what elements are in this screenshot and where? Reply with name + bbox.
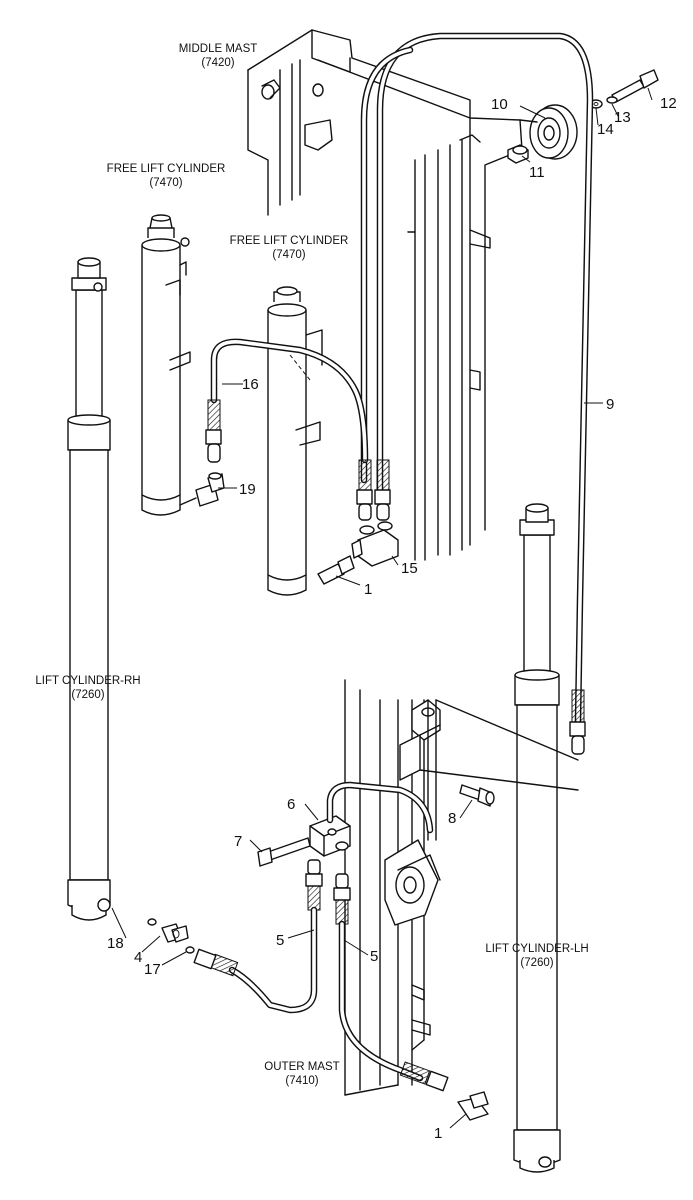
sheave-pin bbox=[507, 144, 529, 164]
callout-4: 4 bbox=[134, 949, 142, 966]
label-free-lift-cylinder-left: FREE LIFT CYLINDER bbox=[107, 163, 226, 175]
lift-cylinder-rh bbox=[67, 257, 111, 921]
free-lift-cylinder-center bbox=[267, 286, 323, 596]
o-ring-17 bbox=[185, 946, 195, 954]
label-lift-cylinder-rh-code: (7260) bbox=[71, 689, 104, 701]
outer-mast bbox=[344, 679, 441, 1096]
callout-5-left: 5 bbox=[276, 932, 284, 949]
label-free-lift-cylinder-center-code: (7470) bbox=[272, 249, 305, 261]
hose-9 bbox=[360, 32, 594, 755]
adapter-4 bbox=[161, 923, 189, 943]
callout-6: 6 bbox=[287, 796, 295, 813]
label-lift-cylinder-lh-code: (7260) bbox=[520, 957, 553, 969]
label-middle-mast-code: (7420) bbox=[201, 57, 234, 69]
free-lift-cylinder-left bbox=[141, 214, 191, 516]
callout-16: 16 bbox=[242, 376, 259, 393]
connector-1-upper bbox=[317, 555, 361, 586]
callout-7: 7 bbox=[234, 833, 242, 850]
callout-13: 13 bbox=[614, 109, 631, 126]
tee-fitting-15 bbox=[351, 521, 399, 567]
bolt-7 bbox=[257, 837, 311, 867]
callout-8: 8 bbox=[448, 810, 456, 827]
callout-15: 15 bbox=[401, 560, 418, 577]
lift-cylinder-lh bbox=[513, 503, 561, 1173]
connector-1-lower bbox=[457, 1091, 489, 1121]
hose-5-left bbox=[193, 859, 323, 1014]
label-lift-cylinder-lh: LIFT CYLINDER-LH bbox=[485, 943, 588, 955]
callout-10: 10 bbox=[491, 96, 508, 113]
callout-11: 11 bbox=[529, 164, 545, 181]
callout-14: 14 bbox=[597, 121, 614, 138]
chain-sheave bbox=[519, 104, 578, 160]
label-free-lift-cylinder-left-code: (7470) bbox=[149, 177, 182, 189]
lock-washer-13 bbox=[606, 96, 618, 104]
label-middle-mast: MIDDLE MAST bbox=[179, 43, 258, 55]
label-outer-mast-code: (7410) bbox=[285, 1075, 318, 1087]
callout-numbers: 10 11 12 13 14 9 16 19 15 1 6 7 8 5 5 18… bbox=[107, 95, 677, 1142]
middle-mast bbox=[247, 29, 523, 561]
callout-9: 9 bbox=[606, 396, 614, 413]
label-outer-mast: OUTER MAST bbox=[264, 1061, 339, 1073]
label-lift-cylinder-rh: LIFT CYLINDER-RH bbox=[35, 675, 140, 687]
label-free-lift-cylinder-center: FREE LIFT CYLINDER bbox=[230, 235, 349, 247]
callout-18: 18 bbox=[107, 935, 124, 952]
callout-12: 12 bbox=[660, 95, 677, 112]
component-labels: MIDDLE MAST (7420) FREE LIFT CYLINDER (7… bbox=[35, 43, 588, 1087]
bolt-8 bbox=[459, 784, 495, 807]
hose-16 bbox=[205, 338, 391, 521]
elbow-fitting-19 bbox=[179, 472, 225, 507]
hose-bracket bbox=[399, 699, 579, 841]
hose-upper-link bbox=[326, 781, 434, 834]
callout-5-right: 5 bbox=[370, 948, 378, 965]
hose-5-right bbox=[333, 873, 449, 1092]
callout-1-lower: 1 bbox=[434, 1125, 442, 1142]
callout-17: 17 bbox=[144, 961, 161, 978]
o-ring-18 bbox=[147, 918, 157, 926]
callout-19: 19 bbox=[239, 481, 256, 498]
leader-lines bbox=[111, 87, 653, 1129]
callout-1-upper: 1 bbox=[364, 581, 372, 598]
